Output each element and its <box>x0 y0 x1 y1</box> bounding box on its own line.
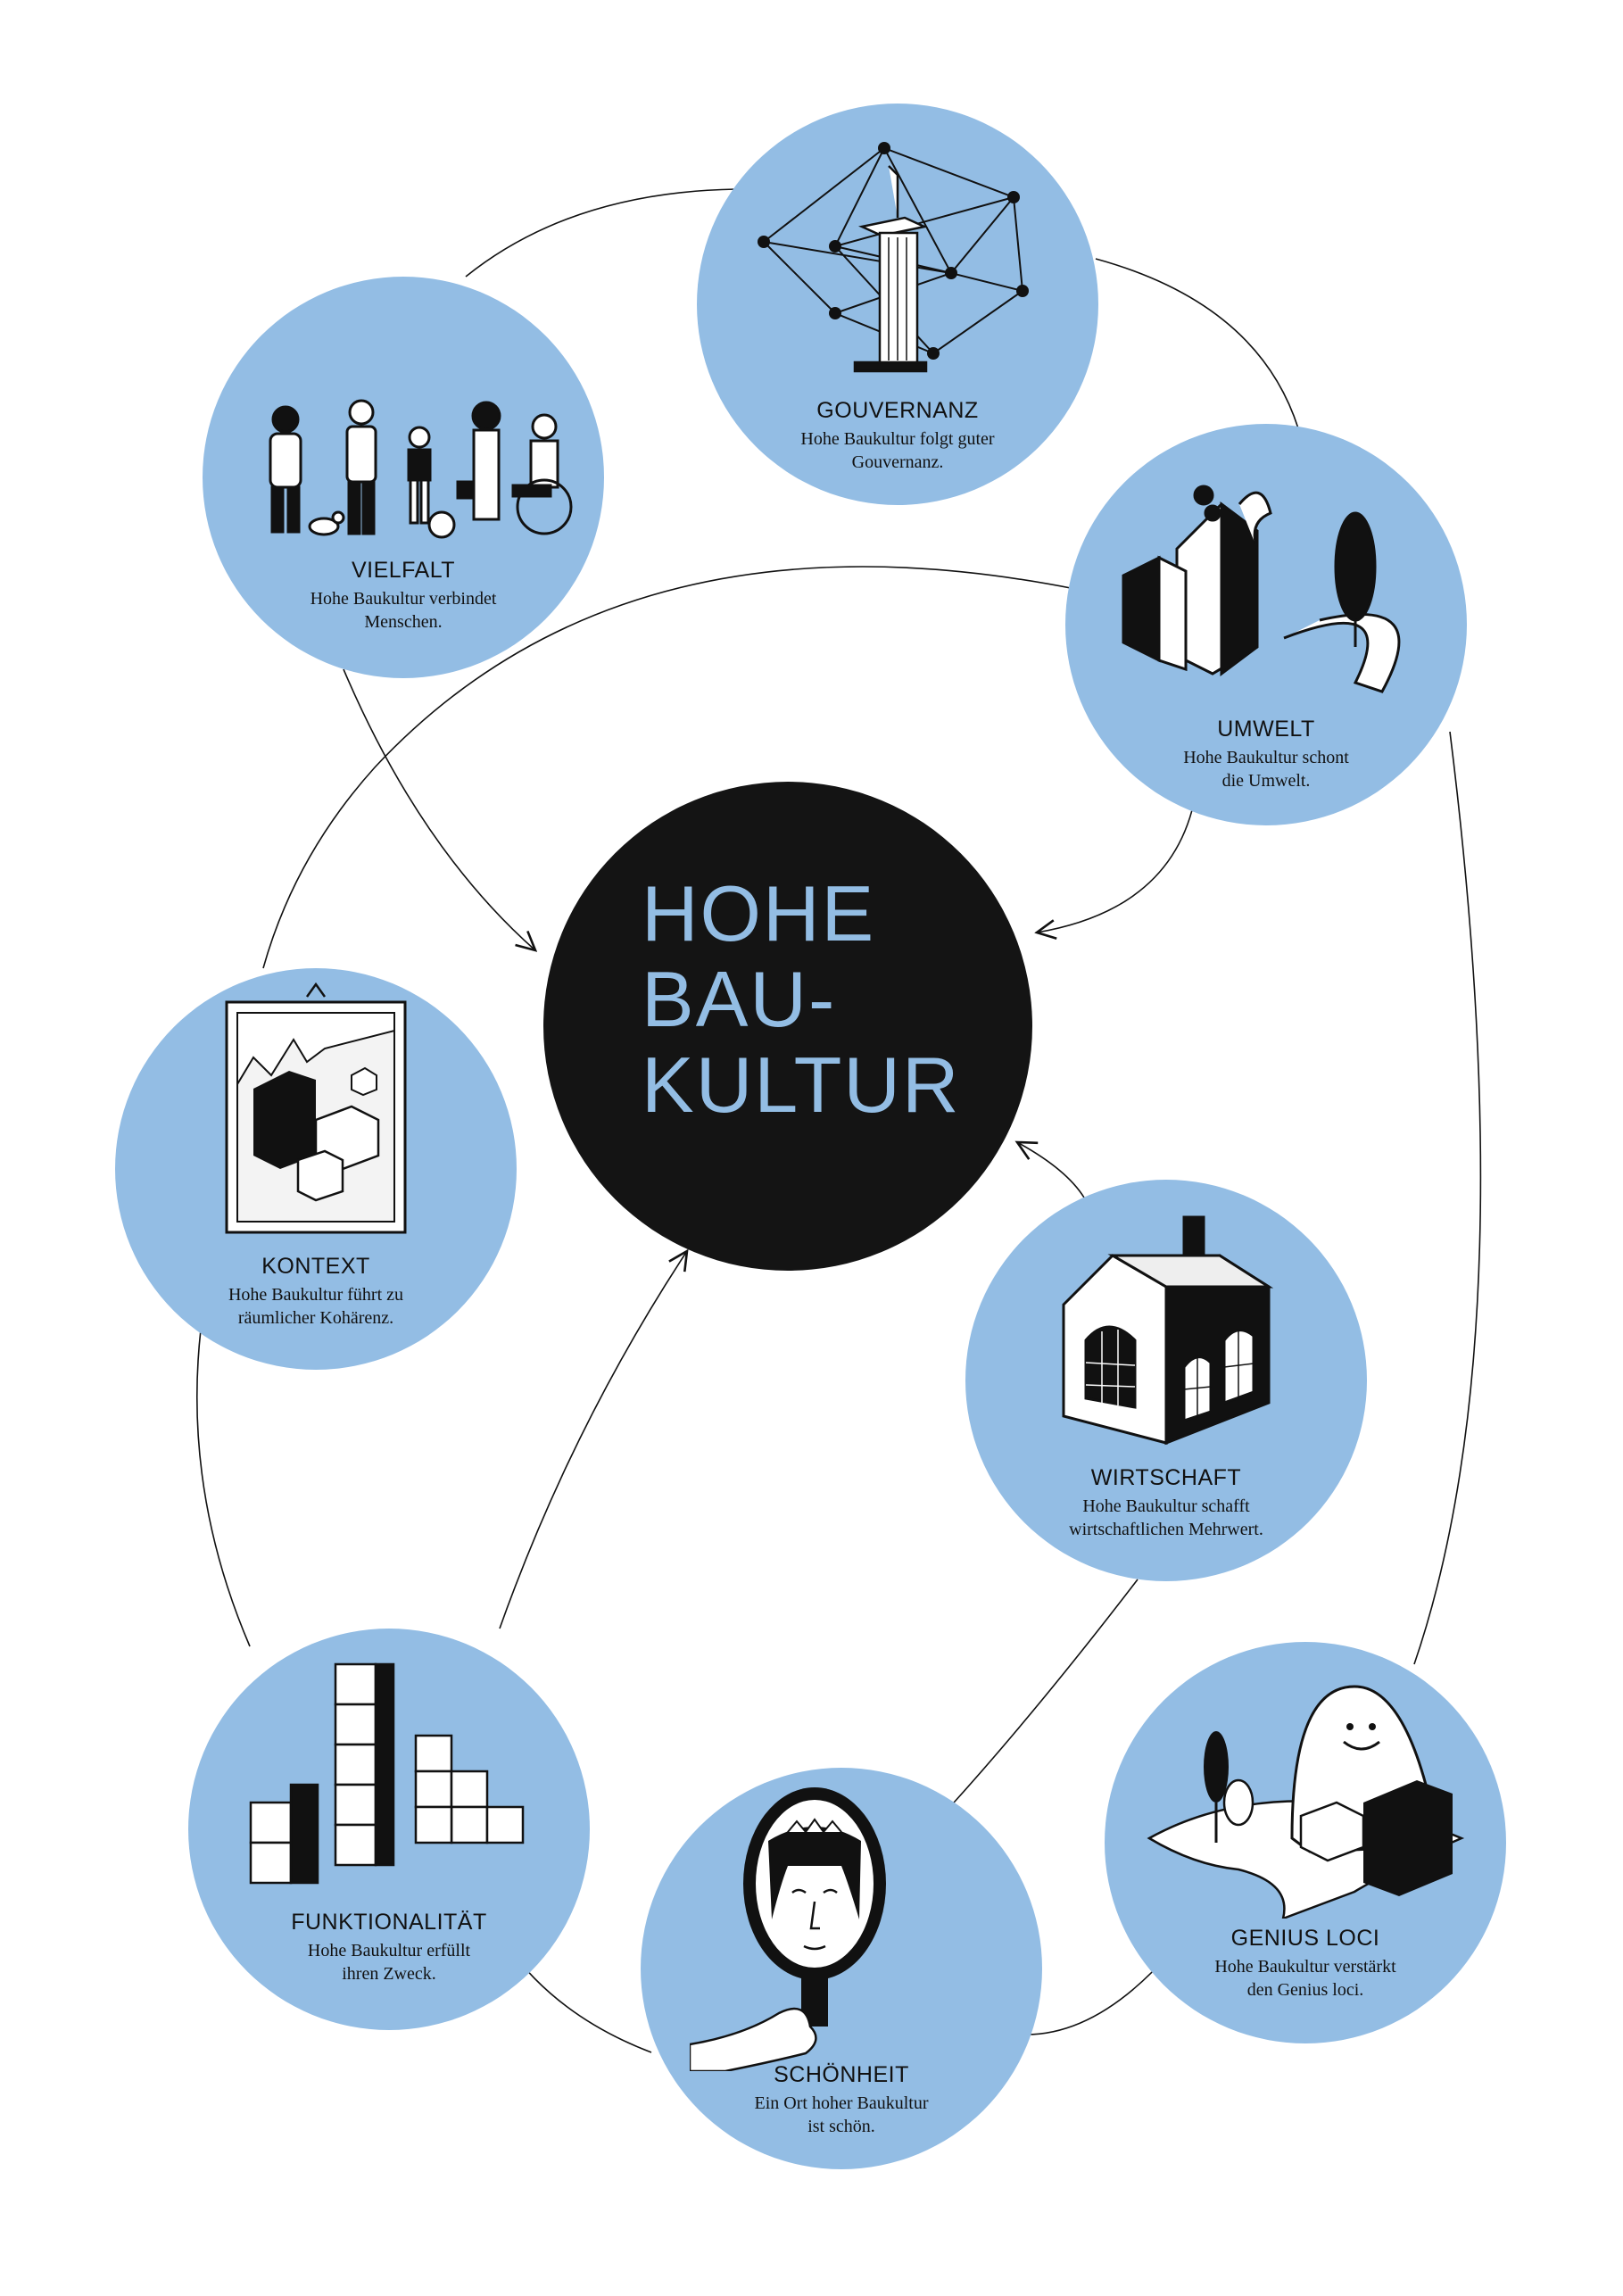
center-circle: HOHE BAU- KULTUR <box>543 782 1032 1271</box>
arrow-umwelt <box>1037 802 1195 932</box>
gouvernanz-title: GOUVERNANZ <box>816 398 979 423</box>
diverse-people-icon <box>269 399 573 539</box>
green-building-icon <box>1122 485 1401 693</box>
schoenheit-title: SCHÖNHEIT <box>774 2062 909 2087</box>
node-schoenheit: SCHÖNHEIT Ein Ort hoher Baukultur ist sc… <box>641 1768 1042 2169</box>
vielfalt-title: VIELFALT <box>351 558 456 583</box>
node-kontext: KONTEXT Hohe Baukultur führt zu räumlich… <box>115 968 517 1370</box>
node-gouvernanz: GOUVERNANZ Hohe Baukultur folgt guter Go… <box>697 104 1098 505</box>
gouvernanz-text: Hohe Baukultur folgt guter Gouvernanz. <box>800 429 995 472</box>
vielfalt-text: Hohe Baukultur verbindet Menschen. <box>310 589 497 632</box>
umwelt-label: UMWELT Hohe Baukultur schont die Umwelt. <box>1065 717 1467 792</box>
kontext-text: Hohe Baukultur führt zu räumlicher Kohär… <box>228 1285 404 1328</box>
cycle-line <box>196 1329 251 1647</box>
node-vielfalt: VIELFALT Hohe Baukultur verbindet Mensch… <box>203 277 604 678</box>
schoenheit-text: Ein Ort hoher Baukultur ist schön. <box>754 2093 929 2136</box>
wirtschaft-text: Hohe Baukultur schafft wirtschaftlichen … <box>1069 1496 1263 1539</box>
genius-loci-label: GENIUS LOCI Hohe Baukultur verstärkt den… <box>1105 1926 1506 2002</box>
node-wirtschaft: WIRTSCHAFT Hohe Baukultur schafft wirtsc… <box>965 1180 1367 1581</box>
center-title: HOHE BAU- KULTUR <box>642 869 961 1129</box>
friendly-ghost-icon <box>1147 1685 1465 1919</box>
node-genius-loci: GENIUS LOCI Hohe Baukultur verstärkt den… <box>1105 1642 1506 2043</box>
arrow-vielfalt <box>343 668 535 950</box>
arrow-funktionalitaet <box>499 1251 687 1629</box>
wirtschaft-title: WIRTSCHAFT <box>1090 1465 1242 1490</box>
arrow-wirtschaft <box>1017 1142 1085 1198</box>
kontext-label: KONTEXT Hohe Baukultur führt zu räumlich… <box>115 1254 517 1330</box>
hand-mirror-icon <box>690 1787 886 2071</box>
genius-loci-title: GENIUS LOCI <box>1230 1926 1380 1951</box>
framed-landscape-icon <box>225 982 407 1234</box>
cycle-line <box>1095 258 1299 429</box>
cycle-line <box>465 188 737 278</box>
funktionalitaet-title: FUNKTIONALITÄT <box>291 1910 487 1935</box>
wirtschaft-label: WIRTSCHAFT Hohe Baukultur schafft wirtsc… <box>965 1465 1367 1541</box>
umwelt-text: Hohe Baukultur schont die Umwelt. <box>1183 748 1349 791</box>
vielfalt-label: VIELFALT Hohe Baukultur verbindet Mensch… <box>203 558 604 634</box>
building-blocks-icon <box>249 1662 525 1885</box>
funktionalitaet-label: FUNKTIONALITÄT Hohe Baukultur erfüllt ih… <box>188 1910 590 1985</box>
factory-icon <box>1062 1215 1274 1446</box>
cycle-line <box>1413 731 1482 1665</box>
node-funktionalitaet: FUNKTIONALITÄT Hohe Baukultur erfüllt ih… <box>188 1629 590 2030</box>
genius-loci-text: Hohe Baukultur verstärkt den Genius loci… <box>1214 1957 1396 2000</box>
gouvernanz-label: GOUVERNANZ Hohe Baukultur folgt guter Go… <box>697 398 1098 474</box>
schoenheit-label: SCHÖNHEIT Ein Ort hoher Baukultur ist sc… <box>641 2062 1042 2138</box>
umwelt-title: UMWELT <box>1217 717 1315 742</box>
spiral-line <box>262 566 1076 969</box>
node-umwelt: UMWELT Hohe Baukultur schont die Umwelt. <box>1065 424 1467 825</box>
spiral-line <box>945 1579 1139 1812</box>
kontext-title: KONTEXT <box>261 1254 370 1279</box>
network-podium-icon <box>758 142 1029 373</box>
funktionalitaet-text: Hohe Baukultur erfüllt ihren Zweck. <box>307 1941 471 1984</box>
